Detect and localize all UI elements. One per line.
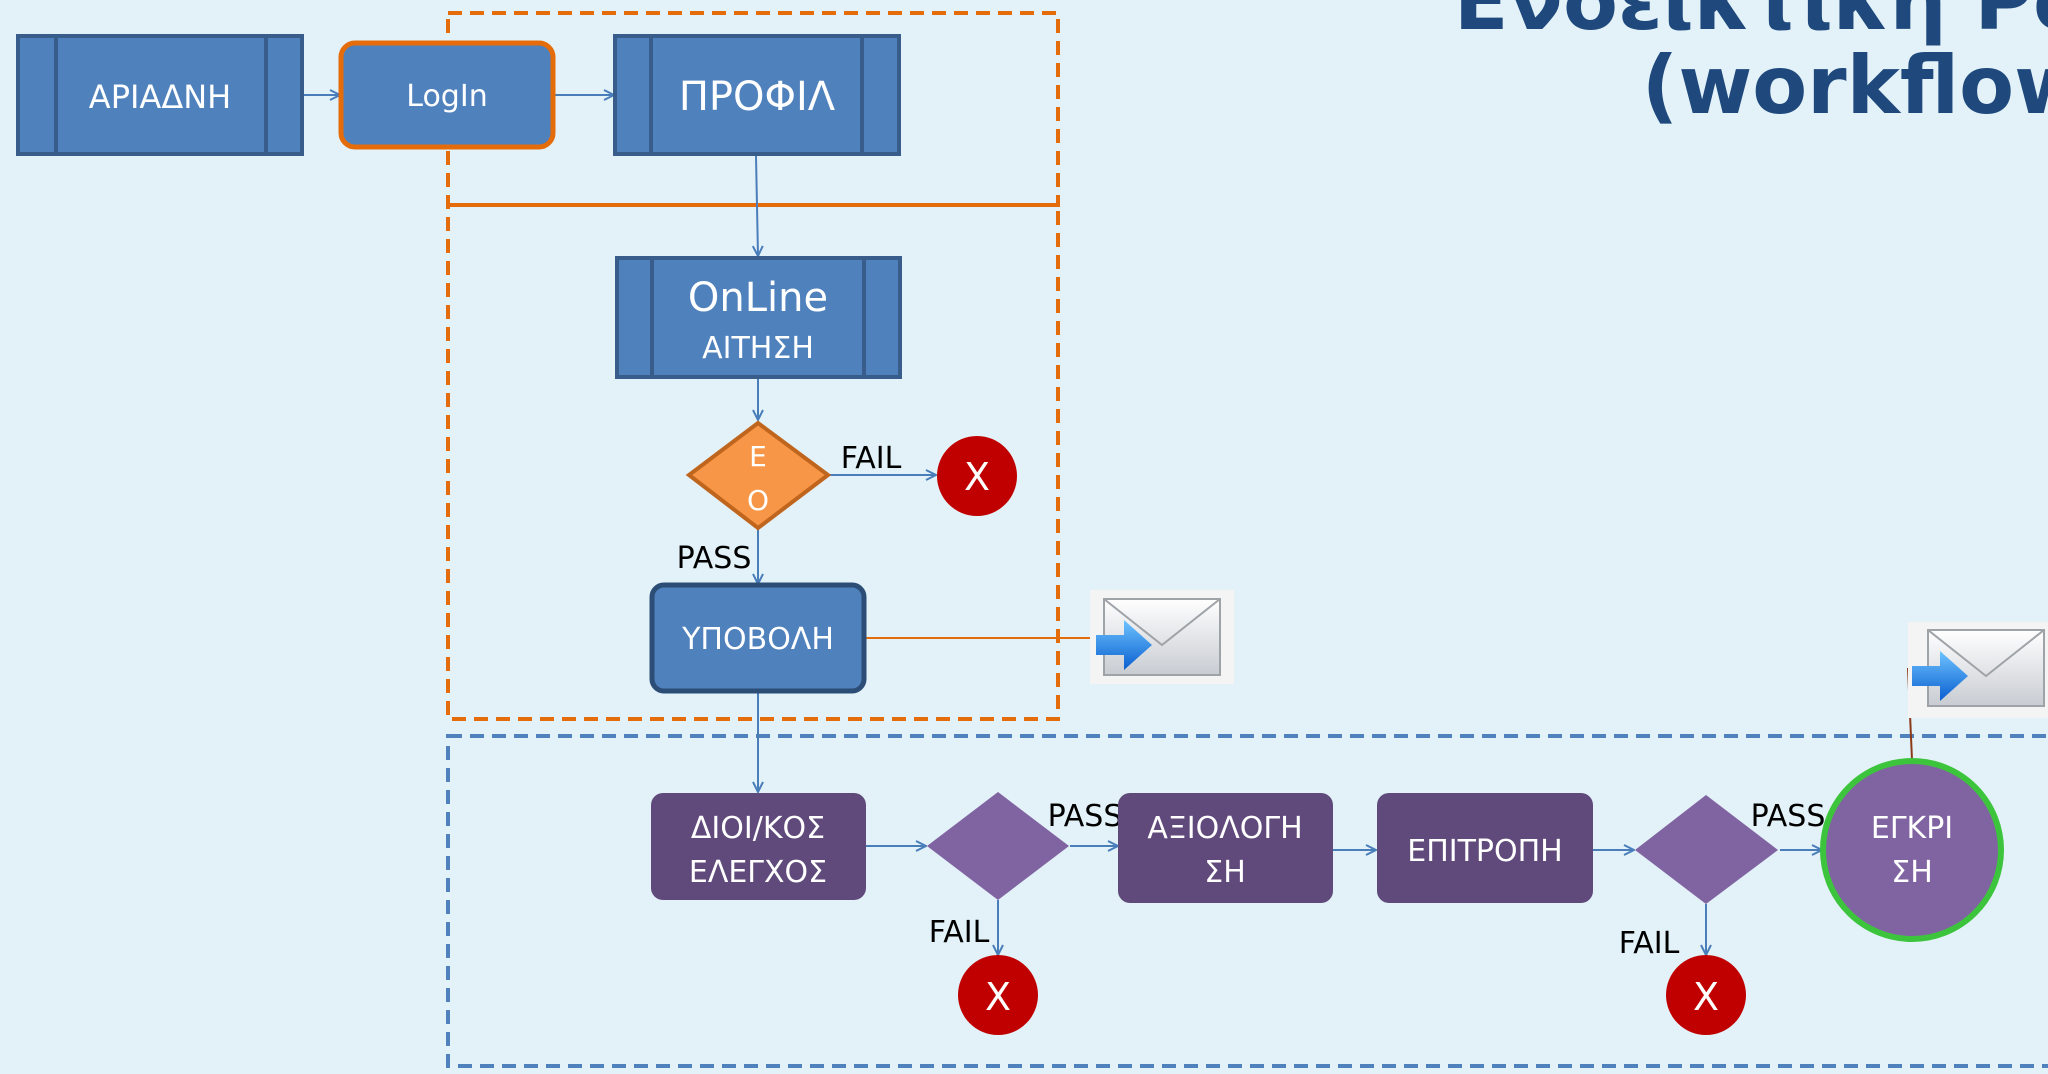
- node-evaluation-line-1: ΑΞΙΟΛΟΓΗ: [1147, 811, 1302, 846]
- email-send-icon: [1090, 590, 1234, 684]
- node-online-application: OnLine ΑΙΤΗΣΗ: [615, 256, 902, 379]
- page-title: Ενδεικτική Ρο (workflow: [1388, 0, 2048, 128]
- node-evaluation: ΑΞΙΟΛΟΓΗ ΣΗ: [1118, 793, 1333, 903]
- decision-eo-line-1: Ε: [749, 440, 767, 473]
- node-approval: ΕΓΚΡΙ ΣΗ: [1820, 758, 2004, 942]
- reject-node-label: X: [1693, 975, 1719, 1019]
- decision-diamond: [1635, 795, 1778, 904]
- reject-node-label: X: [985, 975, 1011, 1019]
- evaluation-region: [446, 734, 2048, 1068]
- fail-label: FAIL: [929, 915, 990, 950]
- node-profil-label: ΠΡΟΦΙΛ: [679, 74, 836, 120]
- decision-diamond: [927, 792, 1069, 900]
- decision-eo: Ε Ο: [685, 420, 832, 531]
- node-online-subtitle: ΑΙΤΗΣΗ: [702, 331, 814, 366]
- decision-eo-line-2: Ο: [747, 484, 769, 517]
- pass-label: PASS: [1048, 799, 1123, 834]
- fail-label: FAIL: [841, 441, 902, 476]
- fail-label: FAIL: [1619, 926, 1680, 961]
- node-evaluation-line-2: ΣΗ: [1204, 855, 1246, 890]
- pass-label: PASS: [677, 541, 752, 576]
- title-line-2: (workflow: [1641, 39, 2048, 132]
- node-administrative-check: ΔΙΟΙ/ΚΟΣ ΕΛΕΓΧΟΣ: [651, 793, 866, 900]
- node-online-title: OnLine: [688, 275, 828, 321]
- node-administrative-check-line-2: ΕΛΕΓΧΟΣ: [689, 855, 827, 890]
- node-approval-line-2: ΣΗ: [1891, 855, 1933, 890]
- title-line-1: Ενδεικτική Ρο: [1453, 0, 2048, 48]
- node-login-label: LogIn: [406, 79, 487, 114]
- node-ariadni: ΑΡΙΑΔΝΗ: [16, 34, 304, 156]
- node-ypovoli-label: ΥΠΟΒΟΛΗ: [681, 622, 834, 657]
- connectors: [302, 95, 1822, 955]
- node-administrative-check-line-1: ΔΙΟΙ/ΚΟΣ: [691, 811, 825, 846]
- reject-node: X: [937, 436, 1017, 516]
- node-ypovoli: ΥΠΟΒΟΛΗ: [649, 582, 867, 694]
- reject-node-label: X: [964, 455, 990, 499]
- reject-node: X: [1666, 955, 1746, 1035]
- node-profil: ΠΡΟΦΙΛ: [613, 34, 901, 156]
- email-send-icon: [1908, 622, 2048, 718]
- reject-node: X: [958, 955, 1038, 1035]
- node-committee: ΕΠΙΤΡΟΠΗ: [1377, 793, 1593, 903]
- node-login: LogIn: [338, 40, 556, 150]
- node-ariadni-label: ΑΡΙΑΔΝΗ: [89, 78, 231, 116]
- node-committee-label: ΕΠΙΤΡΟΠΗ: [1407, 834, 1563, 869]
- pass-label: PASS: [1751, 799, 1826, 834]
- node-approval-line-1: ΕΓΚΡΙ: [1871, 811, 1953, 846]
- application-region: [446, 203, 1060, 721]
